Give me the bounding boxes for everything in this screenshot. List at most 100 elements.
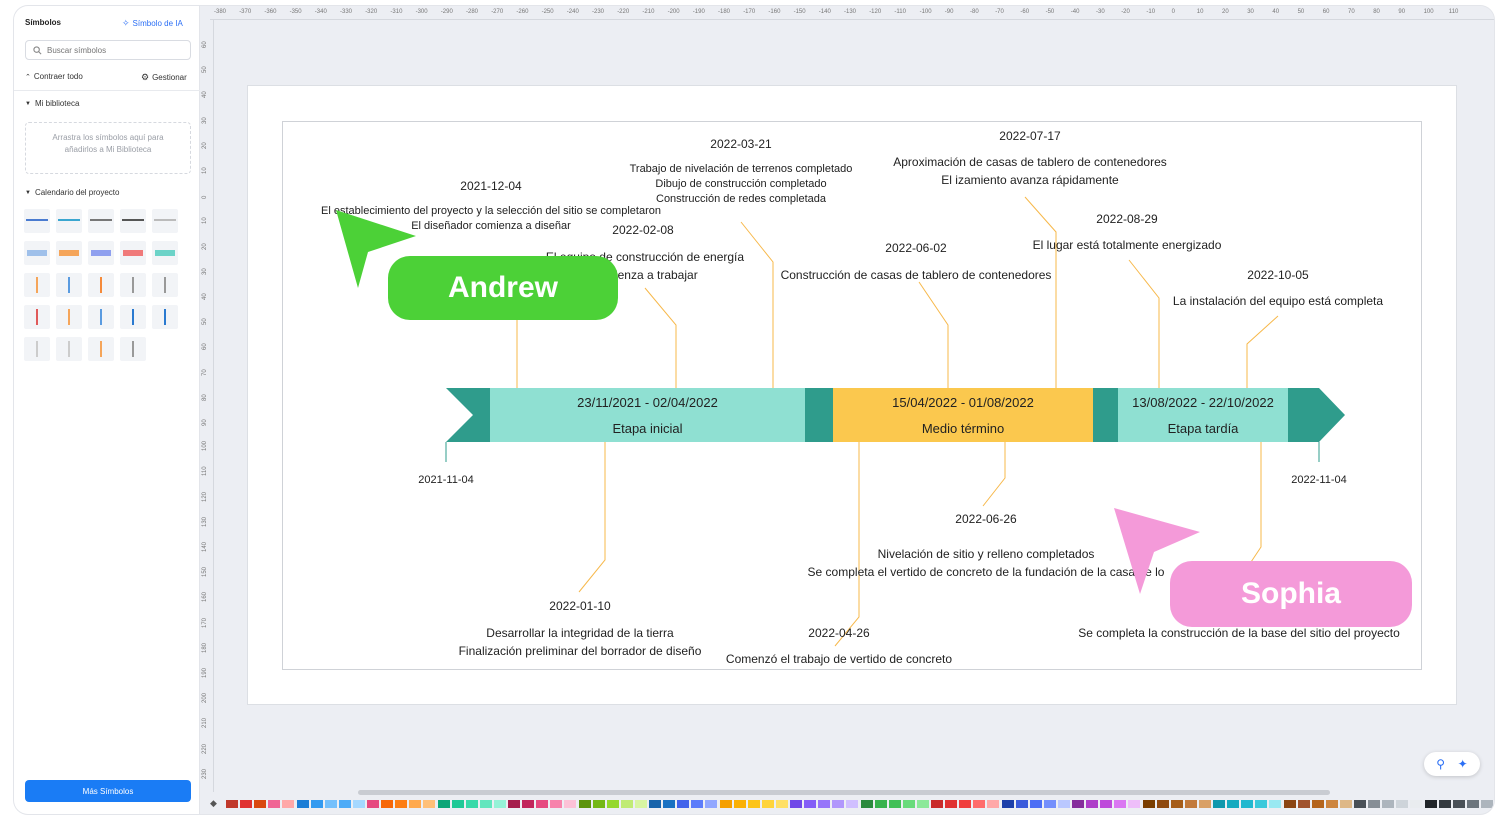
symbol-thumbnail[interactable] bbox=[120, 241, 146, 265]
color-swatch[interactable] bbox=[1015, 800, 1028, 808]
color-swatch[interactable] bbox=[705, 800, 718, 808]
color-swatch[interactable] bbox=[282, 800, 295, 808]
color-swatch[interactable] bbox=[747, 800, 760, 808]
color-swatch[interactable] bbox=[1227, 800, 1240, 808]
color-swatch[interactable] bbox=[1382, 800, 1395, 808]
color-swatch[interactable] bbox=[1100, 800, 1113, 808]
color-swatch[interactable] bbox=[959, 800, 972, 808]
search-input[interactable] bbox=[47, 45, 177, 55]
color-swatch[interactable] bbox=[1396, 800, 1409, 808]
color-swatch[interactable] bbox=[620, 800, 633, 808]
color-swatch[interactable] bbox=[663, 800, 676, 808]
color-swatch[interactable] bbox=[733, 800, 746, 808]
color-swatch[interactable] bbox=[1198, 800, 1211, 808]
library-drop-zone[interactable]: Arrastra los símbolos aquí para añadirlo… bbox=[25, 122, 191, 174]
symbol-thumbnail[interactable] bbox=[24, 337, 50, 361]
color-swatch[interactable] bbox=[522, 800, 535, 808]
symbol-thumbnail[interactable] bbox=[120, 337, 146, 361]
color-swatch[interactable] bbox=[536, 800, 549, 808]
color-swatch[interactable] bbox=[691, 800, 704, 808]
color-swatch[interactable] bbox=[973, 800, 986, 808]
color-swatch[interactable] bbox=[296, 800, 309, 808]
color-swatch[interactable] bbox=[324, 800, 337, 808]
color-swatch[interactable] bbox=[888, 800, 901, 808]
fill-bucket-icon[interactable]: ◆ bbox=[210, 798, 217, 808]
color-swatch[interactable] bbox=[226, 800, 238, 808]
symbol-thumbnail[interactable] bbox=[152, 241, 178, 265]
color-swatch[interactable] bbox=[254, 800, 267, 808]
color-swatch[interactable] bbox=[592, 800, 605, 808]
color-swatch[interactable] bbox=[860, 800, 873, 808]
color-swatch[interactable] bbox=[1072, 800, 1084, 808]
symbol-thumbnail[interactable] bbox=[88, 273, 114, 297]
manage-button[interactable]: ⚙ Gestionar bbox=[141, 72, 187, 83]
project-calendar-section[interactable]: ▼ Calendario del proyecto bbox=[25, 188, 119, 197]
color-swatch[interactable] bbox=[1354, 800, 1366, 808]
color-swatch[interactable] bbox=[1297, 800, 1310, 808]
color-swatch[interactable] bbox=[1142, 800, 1155, 808]
color-swatch[interactable] bbox=[578, 800, 591, 808]
color-swatch[interactable] bbox=[1213, 800, 1225, 808]
symbol-thumbnail[interactable] bbox=[56, 209, 82, 233]
color-swatch[interactable] bbox=[367, 800, 379, 808]
color-swatch[interactable] bbox=[423, 800, 436, 808]
color-swatch[interactable] bbox=[634, 800, 647, 808]
color-swatch[interactable] bbox=[1410, 800, 1423, 808]
color-swatch[interactable] bbox=[1086, 800, 1099, 808]
color-swatch[interactable] bbox=[395, 800, 408, 808]
color-swatch[interactable] bbox=[649, 800, 661, 808]
ai-symbol-button[interactable]: ✧ Símbolo de IA bbox=[122, 18, 183, 29]
color-swatch[interactable] bbox=[832, 800, 845, 808]
color-swatch[interactable] bbox=[451, 800, 464, 808]
symbol-thumbnail[interactable] bbox=[56, 241, 82, 265]
color-swatch[interactable] bbox=[677, 800, 690, 808]
color-swatch[interactable] bbox=[465, 800, 478, 808]
symbol-thumbnail[interactable] bbox=[56, 337, 82, 361]
symbol-thumbnail[interactable] bbox=[56, 273, 82, 297]
color-swatch[interactable] bbox=[1043, 800, 1056, 808]
color-swatch[interactable] bbox=[268, 800, 281, 808]
color-swatch[interactable] bbox=[931, 800, 943, 808]
color-swatch[interactable] bbox=[381, 800, 394, 808]
color-swatch[interactable] bbox=[1452, 800, 1465, 808]
symbol-thumbnail[interactable] bbox=[120, 273, 146, 297]
symbol-thumbnail[interactable] bbox=[152, 209, 178, 233]
more-symbols-button[interactable]: Más Símbolos bbox=[25, 780, 191, 802]
color-swatch[interactable] bbox=[310, 800, 323, 808]
symbol-thumbnail[interactable] bbox=[24, 241, 50, 265]
color-swatch[interactable] bbox=[1255, 800, 1268, 808]
color-swatch[interactable] bbox=[1325, 800, 1338, 808]
color-swatch[interactable] bbox=[1057, 800, 1070, 808]
color-swatch[interactable] bbox=[761, 800, 774, 808]
symbol-thumbnail[interactable] bbox=[120, 209, 146, 233]
color-swatch[interactable] bbox=[1029, 800, 1042, 808]
symbol-thumbnail[interactable] bbox=[88, 209, 114, 233]
color-swatch[interactable] bbox=[1283, 800, 1296, 808]
color-swatch[interactable] bbox=[902, 800, 915, 808]
symbol-thumbnail[interactable] bbox=[24, 305, 50, 329]
symbol-thumbnail[interactable] bbox=[88, 305, 114, 329]
magic-wand-icon[interactable]: ⚲ bbox=[1436, 757, 1446, 771]
color-swatch[interactable] bbox=[1438, 800, 1451, 808]
symbol-thumbnail[interactable] bbox=[88, 241, 114, 265]
color-swatch[interactable] bbox=[987, 800, 1000, 808]
color-swatch[interactable] bbox=[1241, 800, 1254, 808]
search-field[interactable] bbox=[25, 40, 191, 60]
color-swatch[interactable] bbox=[1368, 800, 1381, 808]
color-swatch[interactable] bbox=[790, 800, 802, 808]
color-swatch[interactable] bbox=[1480, 800, 1493, 808]
color-swatch[interactable] bbox=[493, 800, 506, 808]
color-swatch[interactable] bbox=[479, 800, 492, 808]
color-swatch[interactable] bbox=[1339, 800, 1352, 808]
color-swatch[interactable] bbox=[409, 800, 422, 808]
color-swatch[interactable] bbox=[1311, 800, 1324, 808]
color-swatch[interactable] bbox=[352, 800, 365, 808]
symbol-thumbnail[interactable] bbox=[24, 273, 50, 297]
symbol-thumbnail[interactable] bbox=[88, 337, 114, 361]
symbol-thumbnail[interactable] bbox=[120, 305, 146, 329]
color-swatch[interactable] bbox=[1424, 800, 1437, 808]
color-swatch[interactable] bbox=[1114, 800, 1127, 808]
color-swatch[interactable] bbox=[338, 800, 351, 808]
